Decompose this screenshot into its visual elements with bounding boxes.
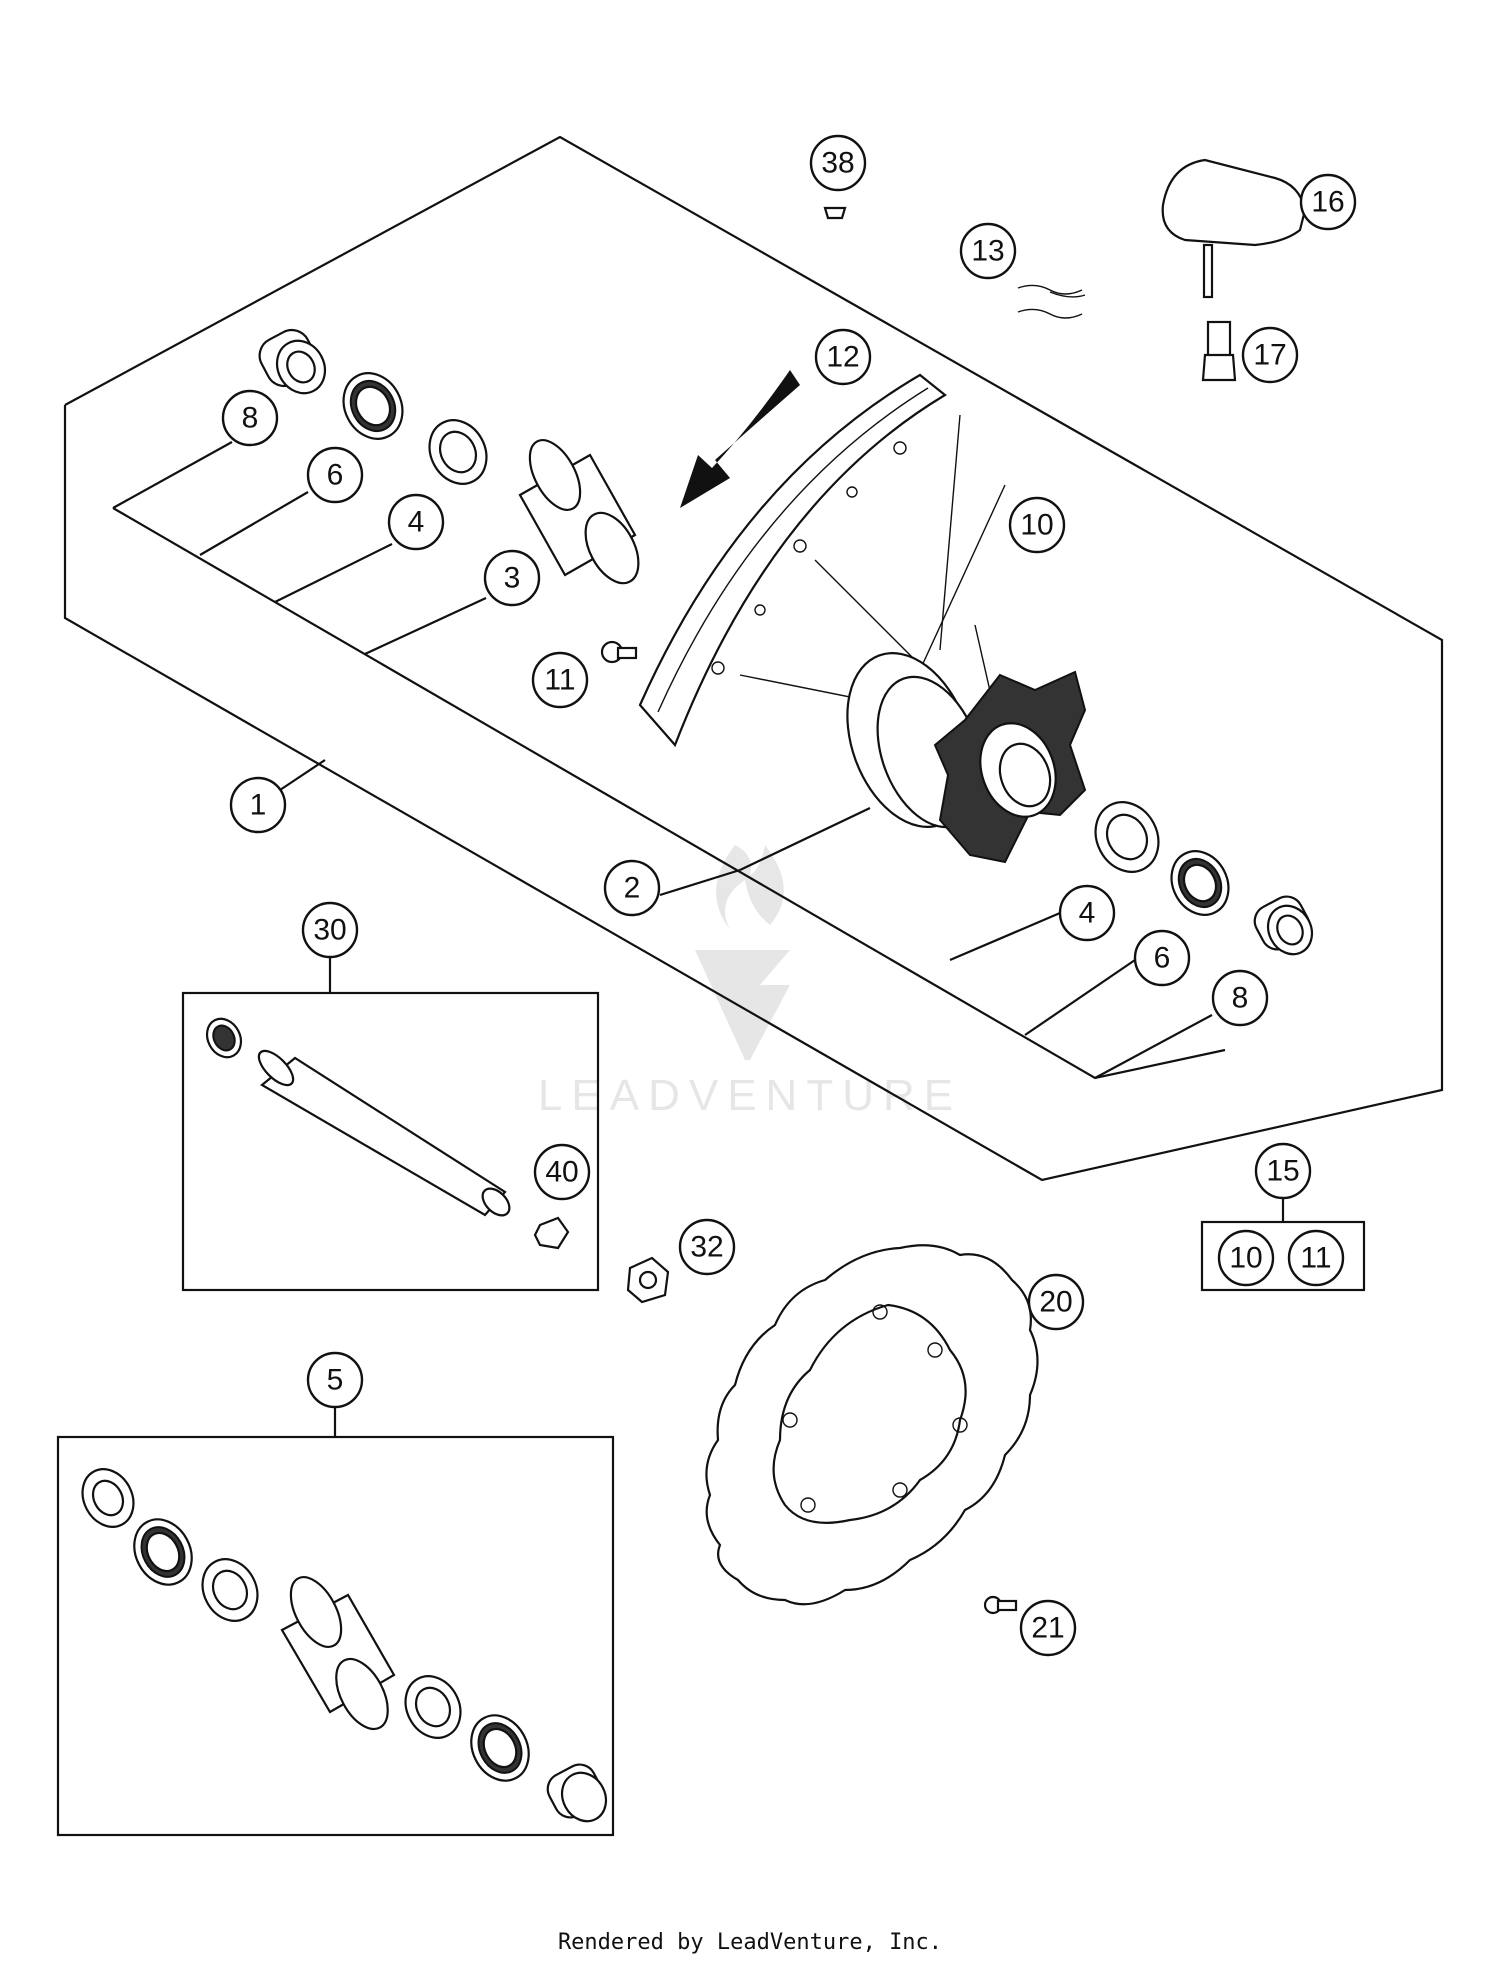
callout-13-label: 13	[971, 235, 1004, 268]
callout-10-main-label: 10	[1020, 509, 1053, 542]
callout-17-label: 17	[1253, 339, 1286, 372]
callout-11-kit-label: 11	[1300, 1242, 1331, 1275]
callout-8-left-label: 8	[242, 402, 259, 435]
callout-1-label: 1	[250, 789, 267, 822]
callout-12-label: 12	[826, 341, 859, 374]
callout-6-left: 6	[306, 446, 364, 504]
callout-12: 12	[814, 328, 872, 386]
brake-disc-part	[705, 1244, 1039, 1606]
valve-cap-part	[823, 206, 847, 220]
callout-6-right-label: 6	[1154, 942, 1171, 975]
callout-8-right-label: 8	[1232, 982, 1249, 1015]
callout-4-right: 4	[1058, 884, 1116, 942]
callout-2: 2	[603, 859, 661, 917]
callout-32-label: 32	[690, 1231, 723, 1264]
callout-17: 17	[1241, 326, 1299, 384]
callout-20: 20	[1027, 1273, 1085, 1331]
seal-part-left	[342, 372, 404, 440]
callout-16: 16	[1299, 173, 1357, 231]
callout-40: 40	[533, 1143, 591, 1201]
callout-4-right-label: 4	[1079, 897, 1096, 930]
bearing-part-right	[1094, 801, 1160, 873]
distance-sleeve-part	[518, 439, 640, 585]
rim-tape-part	[1017, 284, 1086, 319]
disc-bolt-part	[983, 1595, 1018, 1615]
callout-1: 1	[229, 776, 287, 834]
spacer-part-left	[258, 328, 327, 395]
wheel-hub	[846, 652, 1087, 864]
footer-credit: Rendered by LeadVenture, Inc.	[557, 1930, 943, 1955]
mousse-insert-part	[1161, 158, 1307, 299]
callout-10-kit: 10	[1217, 1229, 1275, 1287]
callout-labels: 1 2 3 4 4 5 6 6 8 8 10 10 11 11 12 13 15…	[221, 134, 1357, 1657]
callout-8-left: 8	[221, 389, 279, 447]
seal-part-right	[1170, 850, 1230, 916]
spoke-kit-box	[1200, 1220, 1366, 1292]
bearing-kit-parts	[81, 1468, 608, 1823]
callout-38-label: 38	[821, 147, 854, 180]
callout-30-label: 30	[313, 914, 346, 947]
axle-kit-box	[181, 991, 600, 1292]
callout-5-label: 5	[327, 1364, 344, 1397]
axle-nut-part	[533, 1216, 570, 1250]
callout-8-right: 8	[1211, 969, 1269, 1027]
spoke-nipple-part	[600, 640, 638, 664]
axle-part	[205, 1017, 511, 1217]
callout-21-label: 21	[1031, 1612, 1064, 1645]
callout-3: 3	[483, 549, 541, 607]
callout-10-main: 10	[1008, 496, 1066, 554]
valve-part	[1201, 320, 1237, 382]
callout-13: 13	[959, 222, 1017, 280]
callout-38: 38	[809, 134, 867, 192]
axle-clamp-nut-part	[626, 1256, 670, 1304]
bearing-part-left	[428, 419, 488, 485]
callout-11-main: 11	[531, 651, 589, 709]
callout-3-label: 3	[504, 562, 521, 595]
callout-16-label: 16	[1311, 186, 1344, 219]
callout-10-kit-label: 10	[1229, 1242, 1262, 1275]
wheel-rim	[638, 373, 947, 748]
leadventure-watermark: LEADVENTURE	[538, 845, 962, 1120]
bearing-kit-box	[56, 1435, 615, 1837]
callout-6-left-label: 6	[327, 459, 344, 492]
leader-lines	[112, 441, 1285, 1437]
callout-32: 32	[678, 1218, 736, 1276]
callout-11-main-label: 11	[544, 664, 575, 697]
callout-15: 15	[1254, 1142, 1312, 1200]
spacer-part-right	[1253, 895, 1314, 956]
watermark-text: LEADVENTURE	[538, 1071, 962, 1120]
callout-2-label: 2	[624, 872, 641, 905]
rotation-arrow-icon	[680, 370, 800, 508]
callout-21: 21	[1019, 1599, 1077, 1657]
callout-5: 5	[306, 1351, 364, 1409]
callout-4-left-label: 4	[408, 506, 425, 539]
callout-30: 30	[301, 901, 359, 959]
callout-6-right: 6	[1133, 929, 1191, 987]
callout-40-label: 40	[545, 1156, 578, 1189]
callout-4-left: 4	[387, 493, 445, 551]
callout-15-label: 15	[1266, 1155, 1299, 1188]
callout-20-label: 20	[1039, 1286, 1072, 1319]
callout-11-kit: 11	[1287, 1229, 1345, 1287]
